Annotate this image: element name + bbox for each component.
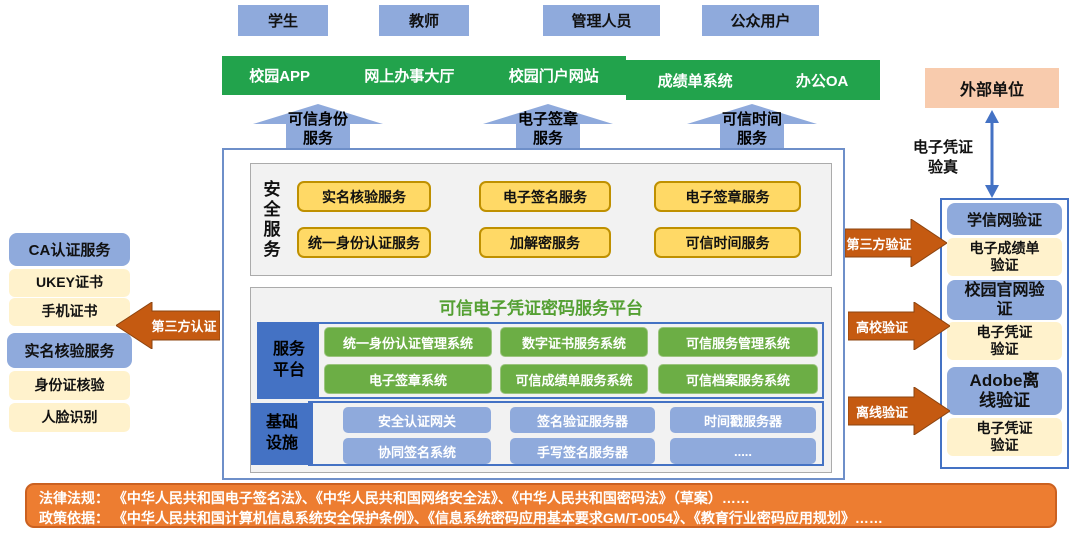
block-arrow-right-icon [844,218,948,268]
idcard-check-box: 身份证核验 [9,371,130,400]
platform-title: 可信电子凭证密码服务平台 [439,299,643,318]
up-arrow-time-label: 可信时间 服务 [687,111,817,149]
third-party-auth-arrow: 第三方认证 [115,301,221,350]
block-arrow-up-icon [483,104,613,150]
up-arrow-time: 可信时间 服务 [687,104,817,150]
label-line: 基础 [265,414,298,432]
user-label: 教师 [408,13,439,30]
university-verify-label: 高校验证 [855,319,908,335]
footer-laws-line: 法律法规： 《中华人民共和国电子签名法》、《中华人民共和国网络安全法》、《中华人… [39,490,750,506]
mobile-cert-box: 手机证书 [9,298,130,326]
security-services-section [250,163,832,276]
e-transcript-verify-box: 电子成绩单验证 [947,238,1062,276]
infra-timestamp-server: 时间戳服务器 [670,407,816,433]
label-line: 可信身份 [287,111,348,129]
app-office-oa: 办公OA [795,72,849,90]
app-online-hall: 网上办事大厅 [364,68,455,85]
offline-verify-label: 离线验证 [855,404,908,420]
e-credential-verify-box-2: 电子凭证验证 [947,418,1062,456]
infra-auth-gateway: 安全认证网关 [343,407,491,433]
label-line: 电子签章 [517,111,578,129]
block-arrow-right-icon [847,386,951,436]
app-bar-left: 校园APP 网上办事大厅 校园门户网站 [222,56,626,95]
up-arrow-seal-label: 电子签章 服务 [483,111,613,149]
service-platform-label: 服务 平台 [259,324,319,397]
chsi-verify-box: 学信网验证 [947,203,1062,235]
label-line: 平台 [272,361,305,379]
infra-ellipsis: ..... [670,438,816,464]
infra-handwritten-signature-server: 手写签名服务器 [510,438,655,464]
label-line: 电子凭证 [912,139,973,156]
ukey-cert-box: UKEY证书 [9,269,130,297]
up-arrow-identity: 可信身份 服务 [253,104,383,150]
label-line: 服务 [272,340,305,358]
label-line: 设施 [265,435,298,452]
offline-verify-arrow: 离线验证 [847,386,951,436]
label-line: 可信时间 [721,111,782,129]
service-platform-container [257,322,824,399]
app-portal-site: 校园门户网站 [508,68,599,85]
label-line: 服务 [532,130,563,147]
app-transcript-system: 成绩单系统 [657,72,733,90]
block-arrow-up-icon [687,104,817,150]
user-box-teacher: 教师 [379,5,469,36]
security-section-label: 安全服务 [260,180,280,260]
third-party-verify-arrow: 第三方验证 [844,218,948,268]
legal-policy-footer: 法律法规： 《中华人民共和国电子签名法》、《中华人民共和国网络安全法》、《中华人… [25,483,1057,528]
service-encryption: 加解密服务 [479,227,611,258]
infra-collab-signature: 协同签名系统 [343,438,491,464]
system-digital-cert: 数字证书服务系统 [500,327,648,357]
user-box-student: 学生 [238,5,328,36]
system-trusted-transcript: 可信成绩单服务系统 [500,364,648,394]
face-recognition-box: 人脸识别 [9,403,130,432]
app-campus-app: 校园APP [249,68,311,85]
label-line: 服务 [302,130,333,147]
block-arrow-right-icon [847,301,951,351]
user-label: 管理人员 [571,13,632,30]
up-arrow-identity-label: 可信身份 服务 [253,111,383,149]
label-line: 服务 [736,130,767,147]
system-unified-identity-mgmt: 统一身份认证管理系统 [324,327,492,357]
realname-check-service-box: 实名核验服务 [7,333,132,368]
system-eseal: 电子签章系统 [324,364,492,394]
external-unit-box: 外部单位 [925,68,1059,108]
third-party-verify-label: 第三方验证 [846,236,912,252]
campus-site-verify-box: 校园官网验证 [947,280,1062,320]
double-headed-vertical-arrow-icon [985,110,999,198]
system-trusted-archive: 可信档案服务系统 [658,364,818,394]
label-line: 验真 [927,158,958,176]
adobe-offline-verify-box: Adobe离线验证 [947,367,1062,415]
credential-verify-label: 电子凭证 验真 [897,138,989,177]
up-arrow-seal: 电子签章 服务 [483,104,613,150]
system-trusted-service-mgmt: 可信服务管理系统 [658,327,818,357]
service-realname-check: 实名核验服务 [297,181,431,212]
user-label: 公众用户 [730,13,791,30]
service-trusted-time: 可信时间服务 [654,227,801,258]
user-label: 学生 [267,13,298,30]
service-unified-identity: 统一身份认证服务 [297,227,431,258]
infra-signature-verify-server: 签名验证服务器 [510,407,655,433]
user-box-admin: 管理人员 [543,5,660,36]
footer-policy-line: 政策依据： 《中华人民共和国计算机信息系统安全保护条例》、《信息系统密码应用基本… [39,510,883,527]
ca-auth-service-box: CA认证服务 [9,233,130,266]
university-verify-arrow: 高校验证 [847,301,951,351]
e-credential-verify-box-1: 电子凭证验证 [947,322,1062,360]
third-party-auth-arrow-label: 第三方认证 [151,319,217,334]
service-eseal: 电子签章服务 [654,181,801,212]
infrastructure-label: 基础 设施 [251,403,313,465]
user-box-public: 公众用户 [702,5,819,36]
service-esignature: 电子签名服务 [479,181,611,212]
block-arrow-up-icon [253,104,383,150]
app-bar-right: 成绩单系统 办公OA [626,60,880,100]
